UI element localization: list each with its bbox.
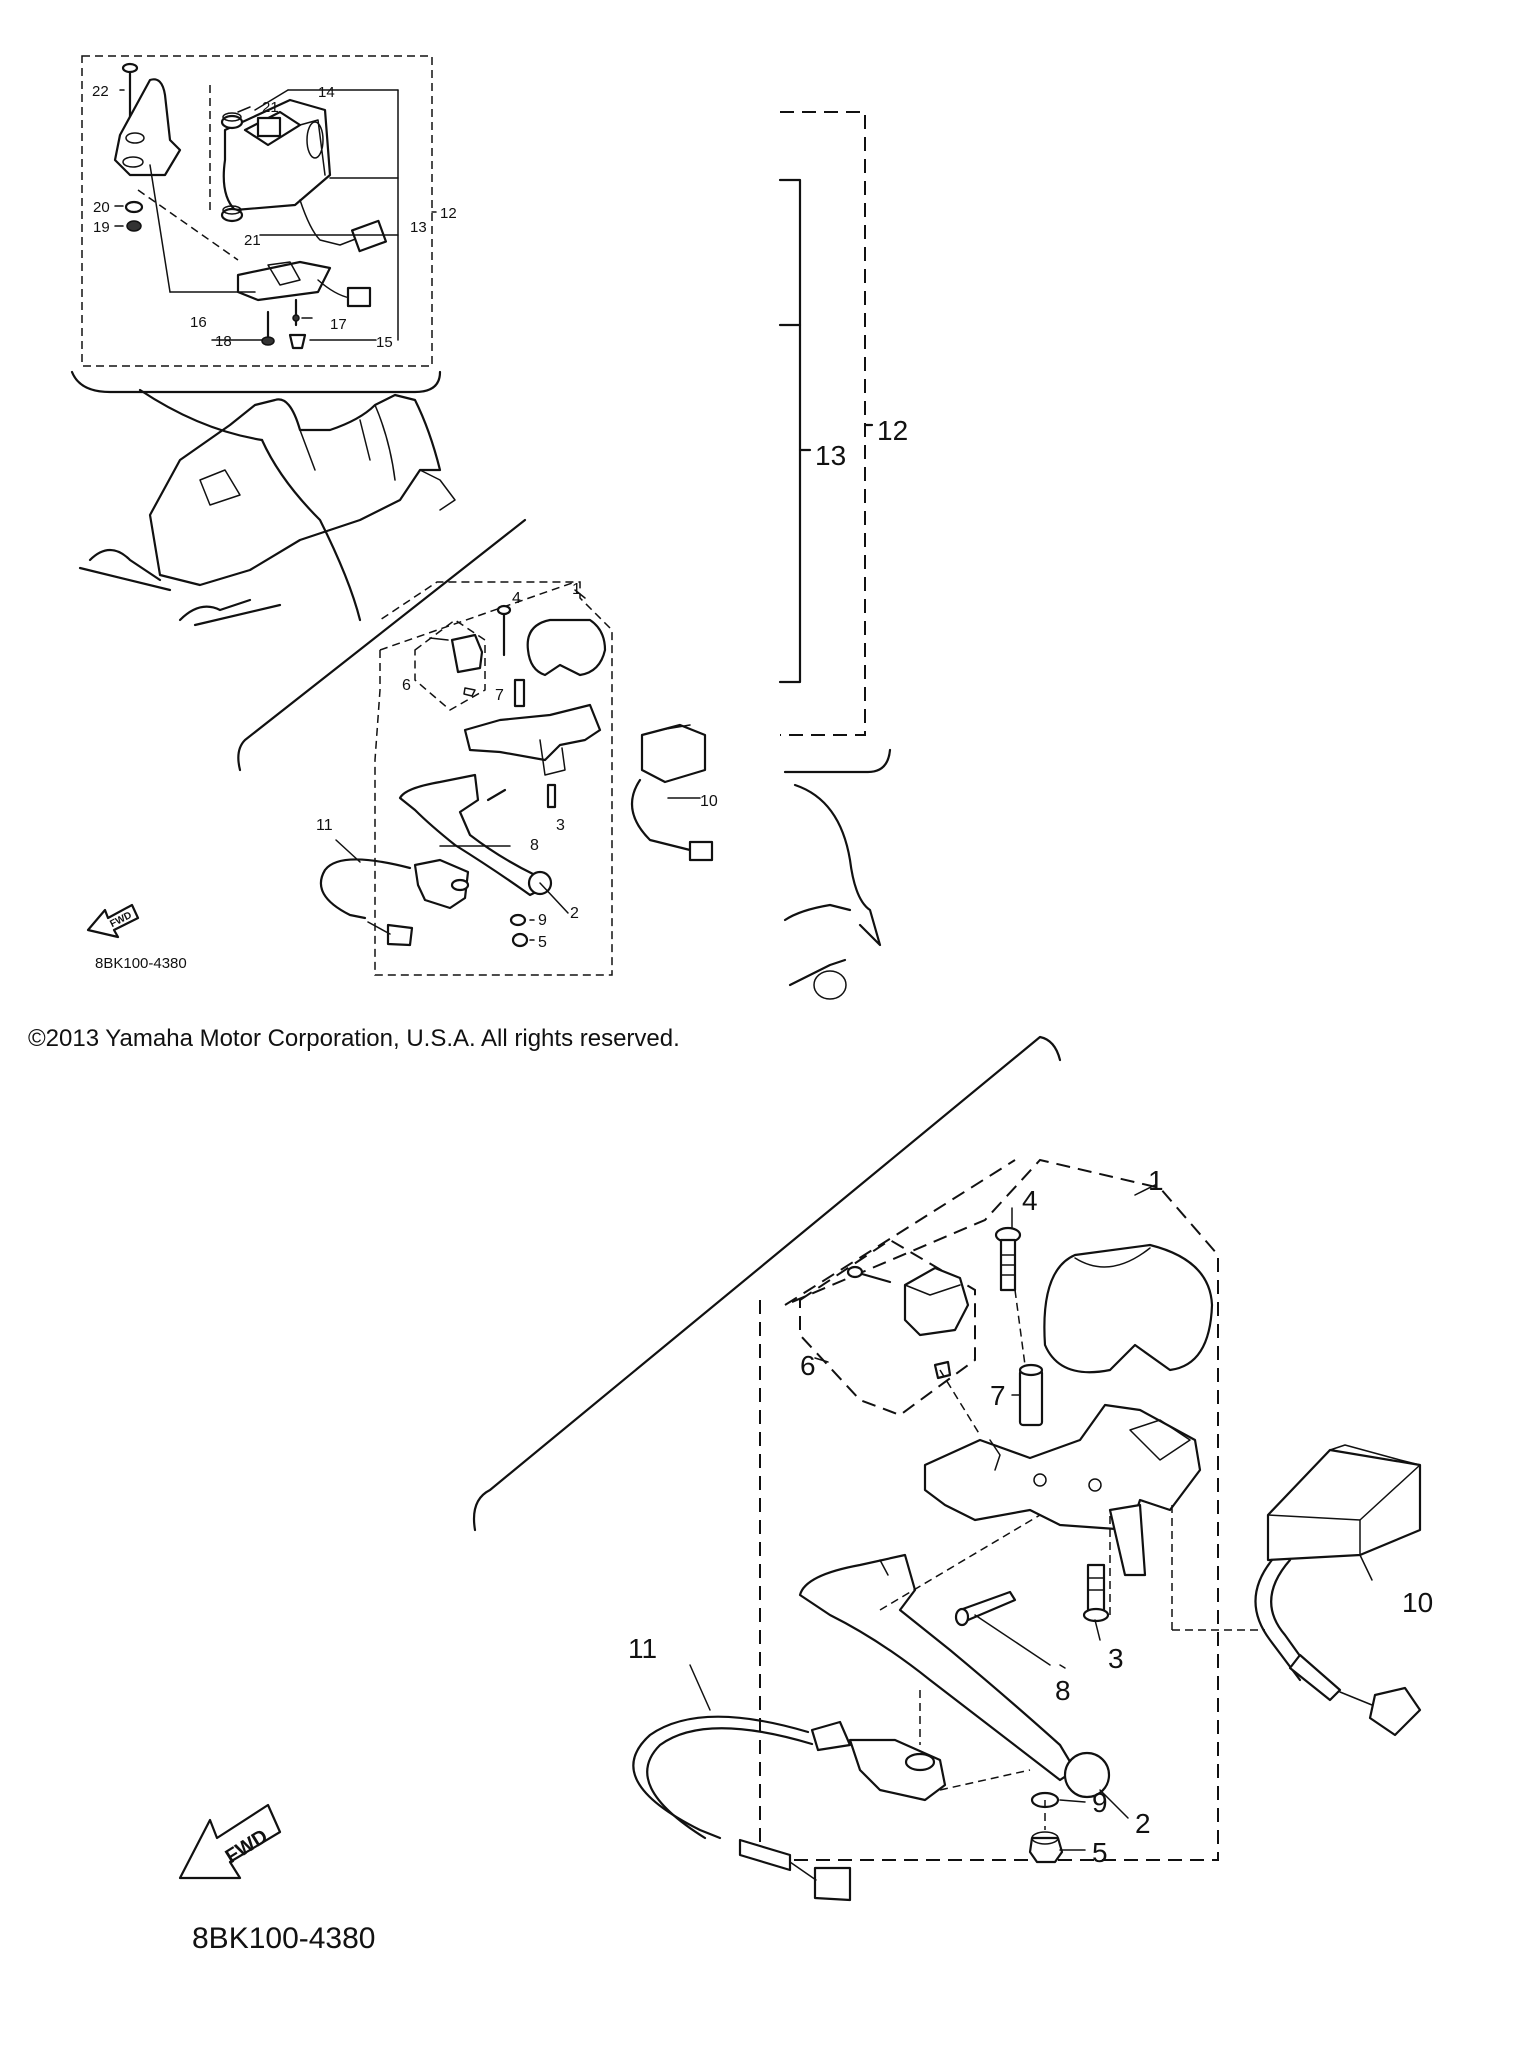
small-callout-6: 6 <box>402 677 411 694</box>
large-callout-3: 3 <box>1108 1643 1124 1674</box>
inset-callout-19: 19 <box>93 219 110 236</box>
snowmobile-illustration <box>78 388 456 627</box>
nut-21-bottom <box>220 205 244 223</box>
bolt-3-large <box>1082 1563 1110 1623</box>
screw-17 <box>292 314 300 322</box>
copyright-notice: ©2013 Yamaha Motor Corporation, U.S.A. A… <box>28 1025 680 1052</box>
sensor-harness-11 <box>632 1715 947 1902</box>
small-callout-5: 5 <box>538 934 547 951</box>
lever-cover-large <box>1043 1243 1214 1374</box>
large-callout-2: 2 <box>1135 1808 1151 1839</box>
inset-callout-21b: 21 <box>244 232 261 249</box>
small-callout-11: 11 <box>316 817 333 834</box>
bolt-4-large <box>994 1226 1022 1292</box>
fwd-arrow-large: FWD <box>178 1803 282 1880</box>
screw-8-large <box>954 1590 1017 1627</box>
inset-callout-12: 12 <box>440 205 457 222</box>
small-callout-1: 1 <box>572 581 581 598</box>
inset-callout-21a: 21 <box>262 99 279 116</box>
lever-bracket-large <box>923 1403 1202 1532</box>
large-callout-6: 6 <box>800 1350 816 1381</box>
screw-18 <box>261 336 275 346</box>
washer-20 <box>124 200 144 214</box>
small-callout-3: 3 <box>556 817 565 834</box>
small-callout-7: 7 <box>495 687 504 704</box>
brake-lever-large <box>798 1553 1077 1782</box>
inset-callout-13: 13 <box>410 219 427 236</box>
inset-box: 22 21 14 20 19 21 13 12 16 18 17 15 <box>70 55 457 394</box>
nut-19 <box>126 220 142 232</box>
small-callout-10: 10 <box>700 793 718 810</box>
small-lever-assembly: 1 4 6 7 10 3 8 11 2 9 5 FWD 8BK100-4380 <box>86 518 718 976</box>
small-callout-4: 4 <box>512 590 521 607</box>
inset-callout-22: 22 <box>92 83 109 100</box>
large-callout-5: 5 <box>1092 1837 1108 1868</box>
inset-callout-15: 15 <box>376 334 393 351</box>
inset-callout-20: 20 <box>93 199 110 216</box>
switch-block-large <box>903 1266 970 1337</box>
large-callout-9: 9 <box>1092 1787 1108 1818</box>
bracket-12-13: 13 12 <box>778 111 908 1000</box>
large-callout-11: 11 <box>628 1633 657 1664</box>
bolt-22 <box>121 62 139 120</box>
diagram-code-large: 8BK100-4380 <box>192 1922 376 1955</box>
connector-10-large <box>1254 1444 1422 1737</box>
large-callout-4: 4 <box>1022 1185 1038 1216</box>
mount-bracket <box>113 78 182 177</box>
inset-callout-18: 18 <box>215 333 232 350</box>
large-callout-8: 8 <box>1055 1675 1071 1706</box>
small-callout-2: 2 <box>570 905 579 922</box>
large-callout-7: 7 <box>990 1380 1006 1411</box>
pin-7-large <box>1018 1363 1044 1427</box>
bracket-callout-12: 12 <box>877 415 908 446</box>
bracket-callout-13: 13 <box>815 440 846 471</box>
fwd-arrow-small: FWD <box>86 903 140 939</box>
diagram-code-small: 8BK100-4380 <box>95 955 187 972</box>
screw-15 <box>288 333 307 350</box>
heater-switch-base <box>236 260 332 302</box>
small-callout-9: 9 <box>538 912 547 929</box>
nut-5-large <box>1028 1831 1064 1864</box>
large-callout-10: 10 <box>1402 1587 1433 1618</box>
large-callout-1: 1 <box>1148 1165 1164 1196</box>
inset-callout-17: 17 <box>330 316 347 333</box>
nut-21-top <box>220 112 244 130</box>
small-callout-8: 8 <box>530 837 539 854</box>
inset-callout-16: 16 <box>190 314 207 331</box>
inset-callout-14: 14 <box>318 84 335 101</box>
large-lever-assembly: 1 4 6 7 10 3 8 11 2 9 5 FWD 8BK100-4380 <box>178 1035 1433 1955</box>
